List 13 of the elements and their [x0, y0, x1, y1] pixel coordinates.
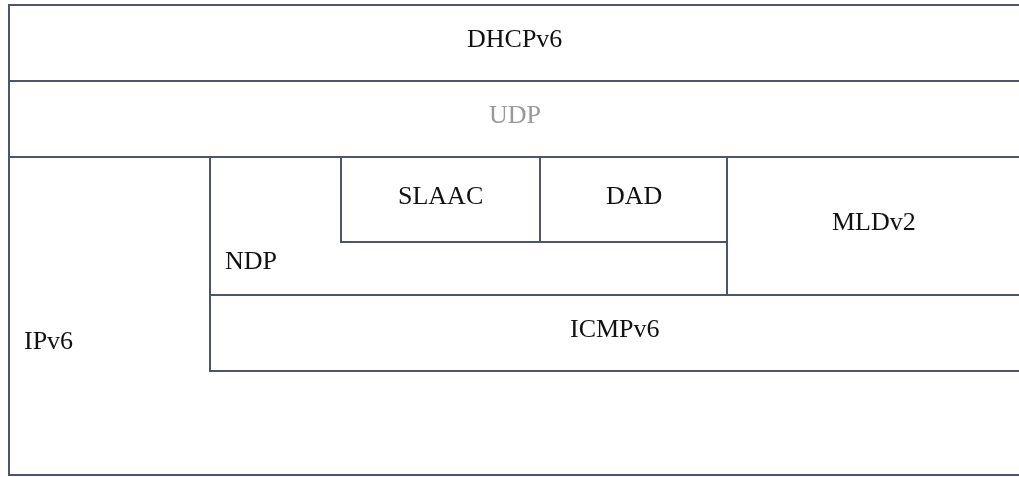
- protocol-name: UDP: [489, 100, 541, 130]
- protocol-name: DHCPv6: [467, 24, 563, 54]
- protocol-name: IPv6: [24, 326, 74, 356]
- protocol-name: SLAAC: [398, 181, 484, 211]
- protocol-name: DAD: [606, 181, 663, 211]
- protocol-layer-box: [209, 156, 728, 296]
- protocol-layer-box: [8, 4, 1019, 82]
- protocol-layer-box: [209, 294, 1019, 372]
- protocol-name: MLDv2: [832, 207, 916, 237]
- protocol-layer-box: [340, 156, 541, 243]
- protocol-name: NDP: [225, 246, 277, 276]
- protocol-name: ICMPv6: [570, 314, 660, 344]
- protocol-layer-box: [8, 156, 1019, 476]
